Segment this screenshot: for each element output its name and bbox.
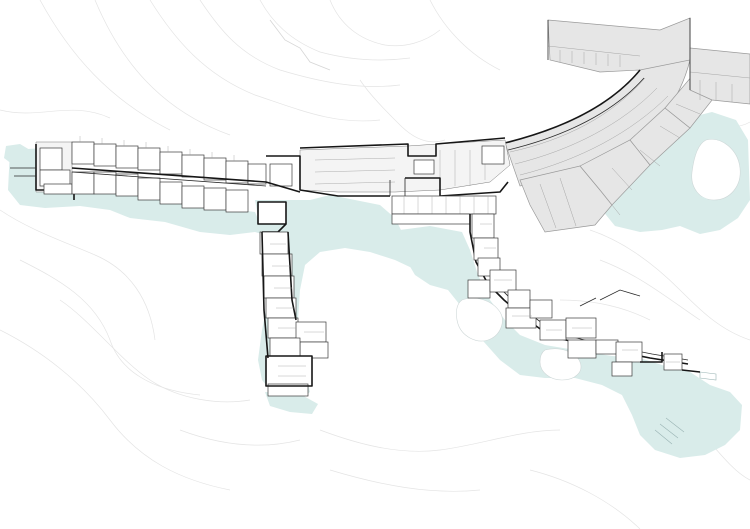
- southeast-pavilion-chain: [467, 213, 701, 377]
- west-guest-wing: [10, 136, 301, 213]
- south-guest-wing: [259, 223, 329, 397]
- curved-main-building: [504, 17, 750, 233]
- central-lobby: [257, 137, 511, 225]
- lake: [4, 112, 750, 458]
